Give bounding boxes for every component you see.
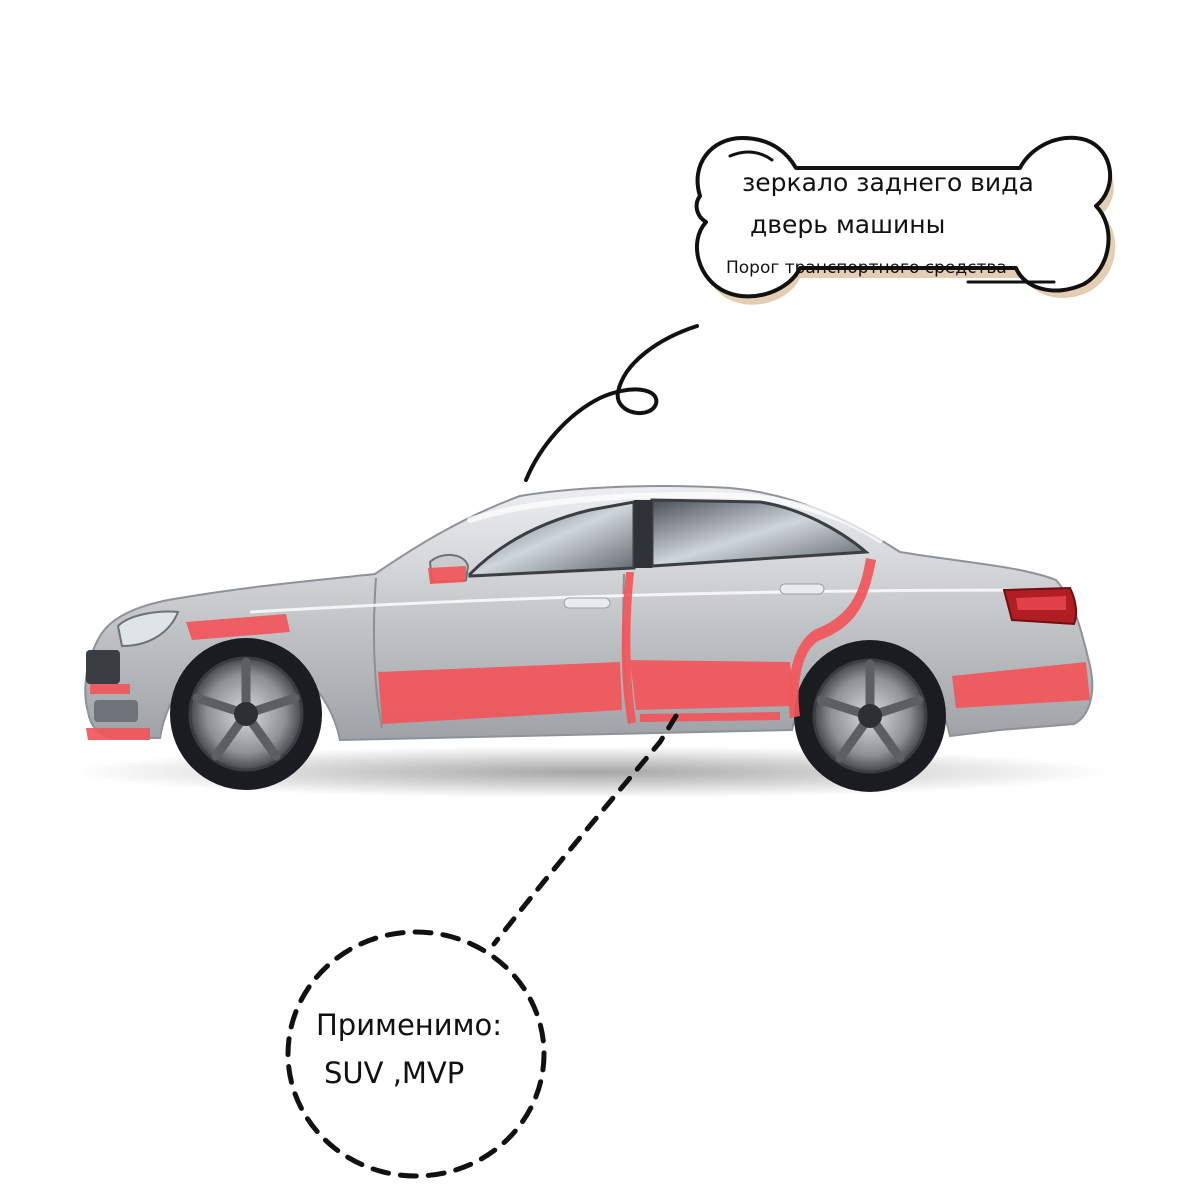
rear-door-handle	[779, 583, 825, 595]
rear-quarter-strip	[952, 662, 1090, 708]
body-crease-line	[249, 588, 1041, 614]
car-roof-highlight	[467, 492, 883, 543]
front-door-edge-strip	[621, 572, 636, 724]
rear-window	[650, 498, 870, 568]
bone-callout	[694, 135, 1116, 305]
car-illustration	[70, 485, 1110, 798]
bone-highlight-stroke	[728, 150, 774, 162]
front-door-handle	[563, 597, 611, 609]
circle-callout-vehicles: SUV ,MVP	[324, 1056, 465, 1090]
front-grille	[86, 650, 120, 684]
rear-door-edge-strip	[788, 558, 876, 718]
tail-light-lens	[1016, 596, 1066, 610]
headlight	[116, 610, 180, 648]
front-door-strip	[378, 662, 622, 724]
bone-callout-line-sill: Порог транспортного средства	[726, 258, 1007, 278]
curly-pointer-line	[524, 324, 699, 482]
front-door-line	[373, 577, 383, 729]
dashed-pointer-line	[491, 713, 679, 947]
window-pillar	[634, 500, 652, 568]
front-bumper-vent	[94, 700, 138, 722]
rear-door-strip	[630, 660, 794, 710]
dashed-circle	[285, 929, 547, 1179]
mirror-strip	[428, 566, 466, 584]
front-bumper-strip	[90, 684, 130, 694]
bone-callout-outline	[694, 135, 1113, 299]
front-lower-strip	[86, 728, 150, 740]
bone-callout-line-mirror: зеркало заднего вида	[742, 168, 1034, 197]
front-wheel	[170, 638, 322, 790]
fender-strip	[186, 614, 290, 640]
circle-callout-label: Применимо:	[316, 1008, 502, 1042]
rear-wheel	[794, 640, 946, 792]
bone-callout-line-door: дверь машины	[750, 210, 946, 239]
